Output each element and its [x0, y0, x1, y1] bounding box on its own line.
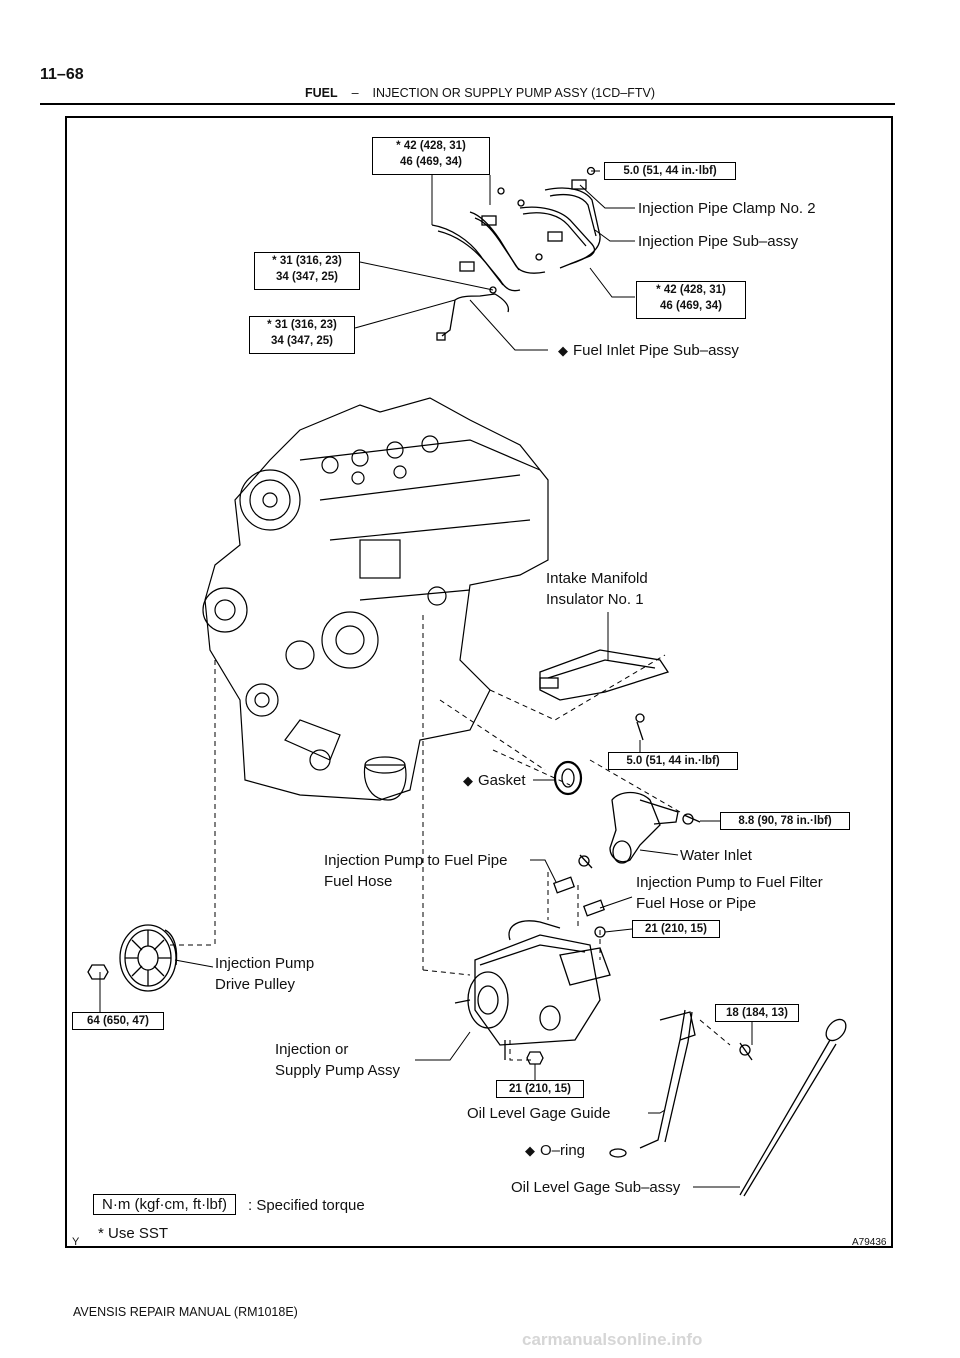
injection-pump-drawing [454, 920, 611, 1065]
label-text: Fuel Inlet Pipe Sub–assy [573, 342, 739, 359]
page-header: FUEL–INJECTION OR SUPPLY PUMP ASSY (1CD–… [0, 86, 960, 100]
injection-pipes-drawing [431, 166, 601, 341]
torque-value: 34 (347, 25) [270, 335, 333, 347]
label-gage-subassy: Oil Level Gage Sub–assy [511, 1179, 681, 1196]
watermark: carmanualsonline.info [522, 1330, 703, 1349]
header-rule [40, 103, 895, 105]
corner-mark: Y [72, 1236, 80, 1248]
engine-block-drawing [202, 397, 549, 801]
label-pump-fuel-hose: Injection Pump to Fuel Pipe Fuel Hose [324, 850, 507, 892]
non-reusable-icon: ◆ [558, 343, 568, 358]
label-line: Drive Pulley [215, 976, 296, 993]
torque-box-gage-guide: 18 (184, 13) [715, 1004, 799, 1022]
torque-box-clamp: 5.0 (51, 44 in.·lbf) [604, 162, 736, 180]
label-line: Injection Pump [215, 955, 315, 972]
torque-box-pipe-left-upper: * 31 (316, 23) 34 (347, 25) [254, 252, 360, 290]
diagram-frame [65, 116, 893, 1248]
drive-pulley-drawing [87, 924, 178, 992]
header-section: FUEL [304, 86, 338, 100]
label-manifold-insulator: Intake Manifold Insulator No. 1 [546, 568, 648, 610]
label-line: Injection Pump to Fuel Filter [636, 874, 823, 891]
label-line: Fuel Hose or Pipe [636, 895, 757, 912]
label-fuel-inlet: ◆ Fuel Inlet Pipe Sub–assy [558, 340, 739, 361]
torque-box-water-inlet: 8.8 (90, 78 in.·lbf) [720, 812, 850, 830]
fuel-hoses-drawing [552, 876, 606, 938]
header-title: INJECTION OR SUPPLY PUMP ASSY (1CD–FTV) [372, 86, 656, 100]
non-reusable-icon: ◆ [525, 1143, 535, 1158]
footer: AVENSIS REPAIR MANUAL (RM1018E) [73, 1305, 298, 1319]
water-inlet-drawing [578, 791, 701, 869]
torque-box-insulator: 5.0 (51, 44 in.·lbf) [608, 752, 738, 770]
label-text: O–ring [540, 1142, 586, 1159]
label-clamp: Injection Pipe Clamp No. 2 [638, 200, 816, 217]
label-line: Injection Pump to Fuel Pipe [324, 852, 508, 869]
gasket-drawing [553, 760, 583, 796]
torque-value: 34 (347, 25) [275, 271, 338, 283]
torque-value: * 42 (428, 31) [396, 140, 466, 152]
label-gage-guide: Oil Level Gage Guide [467, 1105, 611, 1122]
header-separator: – [351, 86, 359, 100]
label-line: Fuel Hose [324, 873, 393, 890]
label-gasket: ◆ Gasket [463, 770, 526, 791]
label-pump-filter-hose: Injection Pump to Fuel Filter Fuel Hose … [636, 872, 823, 914]
torque-value: * 42 (428, 31) [656, 284, 726, 296]
torque-value: 46 (469, 34) [399, 156, 462, 168]
label-line: Intake Manifold [546, 570, 648, 587]
torque-box-pipe-left-lower: * 31 (316, 23) 34 (347, 25) [249, 316, 355, 354]
label-water-inlet: Water Inlet [680, 847, 752, 864]
label-drive-pulley: Injection Pump Drive Pulley [215, 953, 314, 995]
torque-value: * 31 (316, 23) [272, 255, 342, 267]
assembly-guides [170, 615, 731, 1061]
non-reusable-icon: ◆ [463, 773, 473, 788]
label-supply-pump: Injection or Supply Pump Assy [275, 1039, 400, 1081]
label-line: Supply Pump Assy [275, 1062, 401, 1079]
legend-sst-note: * Use SST [98, 1225, 169, 1242]
torque-box-pulley: 64 (650, 47) [72, 1012, 164, 1030]
manifold-insulator-drawing [539, 649, 670, 741]
legend-unit-box: N·m (kgf·cm, ft·lbf) [93, 1194, 236, 1215]
oil-gage-drawing [609, 1009, 847, 1197]
torque-box-pipe-right: * 42 (428, 31) 46 (469, 34) [636, 281, 746, 319]
torque-value: * 31 (316, 23) [267, 319, 337, 331]
leader-lines [99, 170, 753, 1188]
legend-description: : Specified torque [248, 1197, 365, 1214]
label-pipe-subassy: Injection Pipe Sub–assy [638, 233, 799, 250]
torque-box-hose: 21 (210, 15) [632, 920, 720, 938]
torque-box-pipe-upper: * 42 (428, 31) 46 (469, 34) [372, 137, 490, 175]
torque-value: 46 (469, 34) [659, 300, 722, 312]
label-oring: ◆ O–ring [525, 1140, 585, 1161]
page-number: 11–68 [40, 66, 84, 83]
label-line: Injection or [275, 1041, 349, 1058]
torque-box-pump: 21 (210, 15) [496, 1080, 584, 1098]
label-text: Gasket [478, 772, 526, 789]
label-line: Insulator No. 1 [546, 591, 644, 608]
figure-id: A79436 [852, 1237, 887, 1248]
